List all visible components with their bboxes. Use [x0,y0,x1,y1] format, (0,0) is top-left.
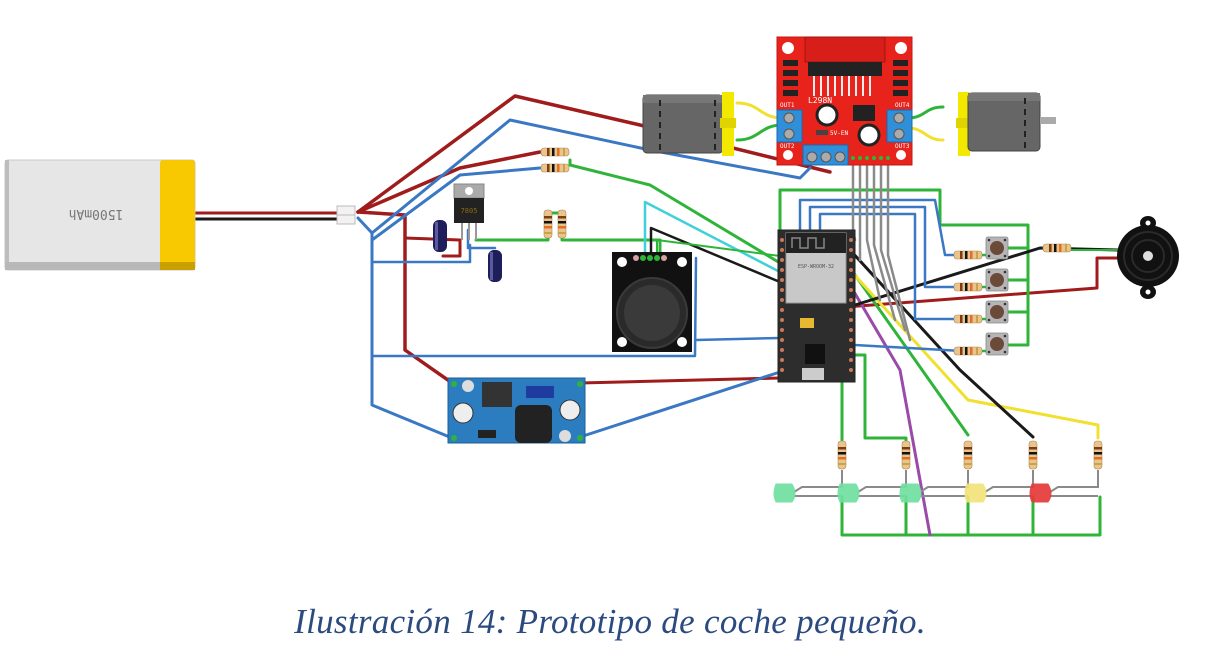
wire-green-led3 [846,263,970,437]
led-yellow [964,483,987,503]
wire-blue-h1 [370,243,472,264]
led-resistor [837,440,847,470]
wire-blue-h2 [370,256,698,358]
resistor-r4 [557,209,567,239]
esp32-pins-right [849,238,853,372]
driver-jumper-label: 5V-EN [830,130,848,137]
terminal-out1-out2 [776,109,803,143]
wire-black-joystick [649,226,782,284]
regulator-label: 7805 [461,207,478,215]
joystick-module [612,252,692,352]
led-green [899,483,922,503]
button-resistor-1 [953,250,983,260]
led-lead-anode [793,470,843,493]
led-resistor [1093,440,1103,470]
circuit-diagram: 1500mAh L298N OUT1 OUT2 OUT4 OUT3 5V-EN [4,36,1179,537]
push-button-1[interactable] [985,236,1009,260]
wire-red-esp-buzzer [778,256,1120,314]
button-resistor-2 [953,282,983,292]
capacitor-c2 [488,250,502,282]
figure-caption: Ilustración 14: Prototipo de coche peque… [294,602,926,641]
wire-cyan-joystick [643,200,782,274]
wire-red-cap [403,236,462,258]
heatsink [804,36,886,96]
wire-green-led1 [840,378,850,442]
driver-header-pins [851,156,890,160]
wire-red-to-driver [356,94,832,214]
wire-blue-to-driver [356,118,812,235]
motor-right-wire-green [906,105,945,120]
wire-green-regulator [474,211,662,260]
driver-out2-label: OUT2 [780,143,795,150]
esp32-pins-left [780,238,784,372]
esp32-module-label: ESP-WROOM-32 [798,264,834,270]
resistor-r3 [543,209,553,239]
capacitor-c1 [433,220,447,252]
wire-blue-btn4 [853,343,964,353]
button-resistor-3 [953,314,983,324]
push-button-4[interactable] [985,332,1009,356]
driver-out4-label: OUT4 [895,102,910,109]
wire-blue-joystick-esp [694,336,782,342]
led-ground-bus [840,495,1102,537]
led-resistor [901,440,911,470]
button-resistor-4 [953,346,983,356]
terminal-out3-out4 [886,109,913,143]
motor-right [956,92,1056,156]
esp32-board: ESP-WROOM-32 [777,229,856,383]
wire-blue-buck-esp [578,370,782,439]
wire-red-to-resistor [356,150,542,214]
motor-right-wire-yellow [906,126,945,142]
led-green [773,483,796,503]
battery: 1500mAh [4,159,196,271]
motor-left-wire-yellow [735,101,784,120]
led-group [773,440,1103,503]
motor-driver-l298n: L298N OUT1 OUT2 OUT4 OUT3 5V-EN [776,36,913,166]
led-lead-anode [1049,470,1099,493]
terminal-power [802,144,849,166]
resistor-r1 [540,147,570,157]
battery-connector [336,205,356,225]
wire-blue-left-trunk [370,231,454,440]
resistor-r2 [540,163,570,173]
battery-label: 1500mAh [69,206,124,221]
led-resistor [1028,440,1038,470]
led-resistor [963,440,973,470]
led-lead-anode [984,470,1034,493]
wire-purple [848,283,932,537]
led-lead-anode [857,470,907,493]
wire-green-resistor-esp [568,158,782,265]
led-lead-anode [919,470,969,493]
driver-chip-label: L298N [808,96,832,105]
motor-left-wire-green [735,123,784,142]
push-button-3[interactable] [985,300,1009,324]
voltage-regulator-7805: 7805 [453,183,485,240]
driver-out3-label: OUT3 [895,143,910,150]
driver-out1-label: OUT1 [780,102,795,109]
wire-red-buck-out [578,376,782,385]
buzzer-resistor [1042,243,1072,253]
wire-green-led2 [853,353,908,442]
led-green [837,483,860,503]
piezo-buzzer [1117,216,1179,299]
led-red [1029,483,1052,503]
motor-left [642,92,736,156]
wire-red-down [356,210,457,387]
buck-converter [447,377,586,444]
push-button-2[interactable] [985,268,1009,292]
joystick-pins [633,255,667,261]
